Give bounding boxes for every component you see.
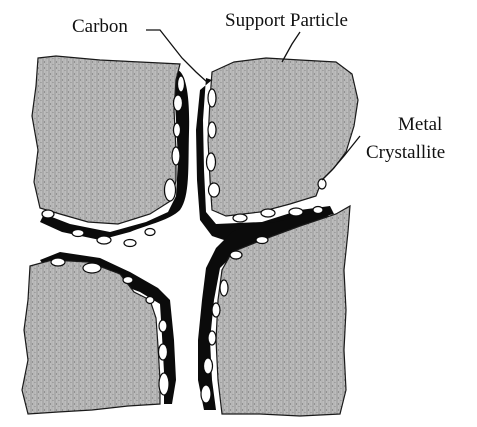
crystallite-label: Crystallite [366, 142, 445, 163]
crystallite [178, 76, 185, 92]
crystallite [146, 297, 154, 304]
crystallite [51, 258, 65, 266]
crystallite [172, 147, 180, 165]
crystallite [174, 123, 181, 137]
crystallite [208, 89, 216, 107]
support-particle-leader-line [282, 32, 300, 62]
crystallite [159, 320, 167, 332]
crystallite [174, 95, 183, 111]
crystallite [204, 358, 213, 374]
crystallite [124, 240, 136, 247]
crystallite [212, 303, 220, 317]
carbon-label: Carbon [72, 16, 128, 37]
crystallite [208, 331, 216, 345]
support-particles [22, 56, 358, 416]
crystallite [145, 229, 155, 236]
crystallite [201, 385, 211, 403]
crystallite [261, 209, 275, 217]
support-particle-top-right [208, 58, 358, 216]
crystallite [207, 153, 216, 171]
crystallite [97, 236, 111, 244]
crystallite [233, 214, 247, 222]
crystallite [220, 280, 228, 296]
crystallite [208, 122, 216, 138]
crystallite [256, 237, 268, 244]
crystallite [230, 251, 242, 259]
support-particle-label: Support Particle [225, 10, 348, 31]
crystallite [72, 230, 84, 237]
crystallite [83, 263, 101, 273]
crystallite [209, 183, 220, 197]
crystallite [318, 179, 326, 189]
crystallite [165, 179, 176, 201]
metal-label: Metal [398, 114, 442, 135]
crystallite [313, 207, 323, 214]
crystallite [42, 210, 54, 218]
crystallite [159, 344, 168, 360]
crystallite [159, 373, 169, 395]
crystallite [123, 277, 133, 284]
crystallite [289, 208, 303, 216]
support-particle-top-left [32, 56, 180, 224]
